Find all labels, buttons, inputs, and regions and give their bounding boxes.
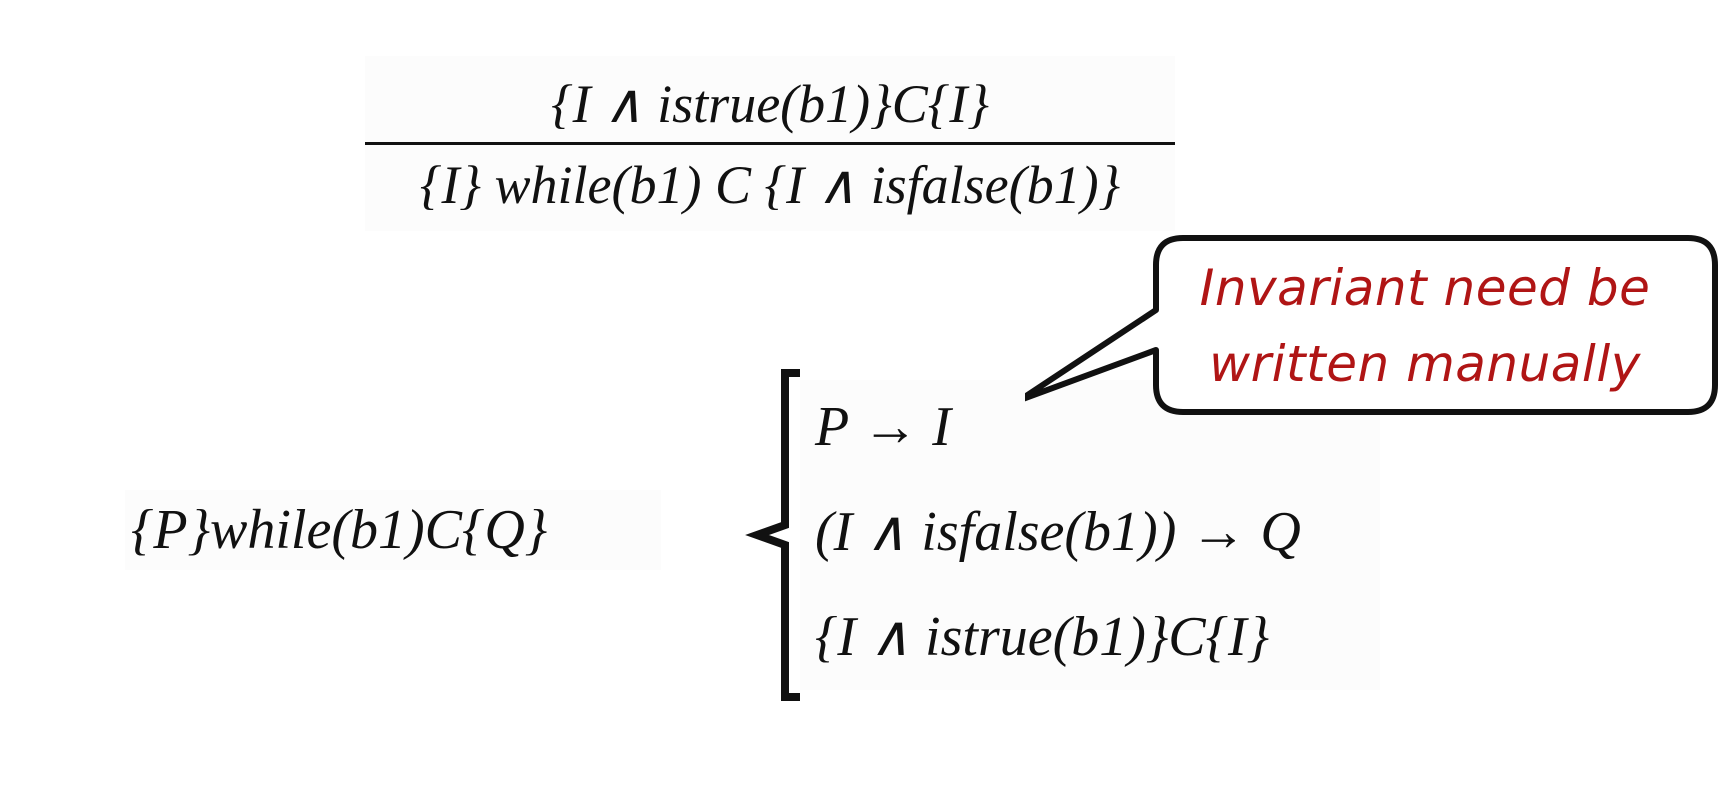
callout-note: Invariant need be written manually: [1140, 250, 1710, 402]
callout-line-1: Invariant need be: [1199, 259, 1651, 317]
left-bracket-icon: [745, 369, 800, 701]
rule-conclusion: {I} while(b1) C {I ∧ isfalse(b1)}: [419, 155, 1121, 215]
rule-fraction-bar: [365, 142, 1175, 145]
callout-line-2: written manually: [1209, 335, 1641, 393]
speech-bubble-icon: [1025, 235, 1718, 415]
verification-conditions: P → I (I ∧ isfalse(b1)) → Q {I ∧ istrue(…: [800, 380, 1380, 690]
condition-invariant-preserved: {I ∧ istrue(b1)}C{I}: [815, 606, 1270, 668]
hoare-triple-while: {P}while(b1)C{Q}: [125, 490, 661, 570]
condition-invariant-implies-postcondition: (I ∧ isfalse(b1)) → Q: [815, 501, 1301, 563]
condition-precondition-implies-invariant: P → I: [815, 396, 951, 458]
rule-premise: {I ∧ istrue(b1)}C{I}: [551, 74, 989, 134]
inference-rule: {I ∧ istrue(b1)}C{I} {I} while(b1) C {I …: [365, 56, 1175, 231]
